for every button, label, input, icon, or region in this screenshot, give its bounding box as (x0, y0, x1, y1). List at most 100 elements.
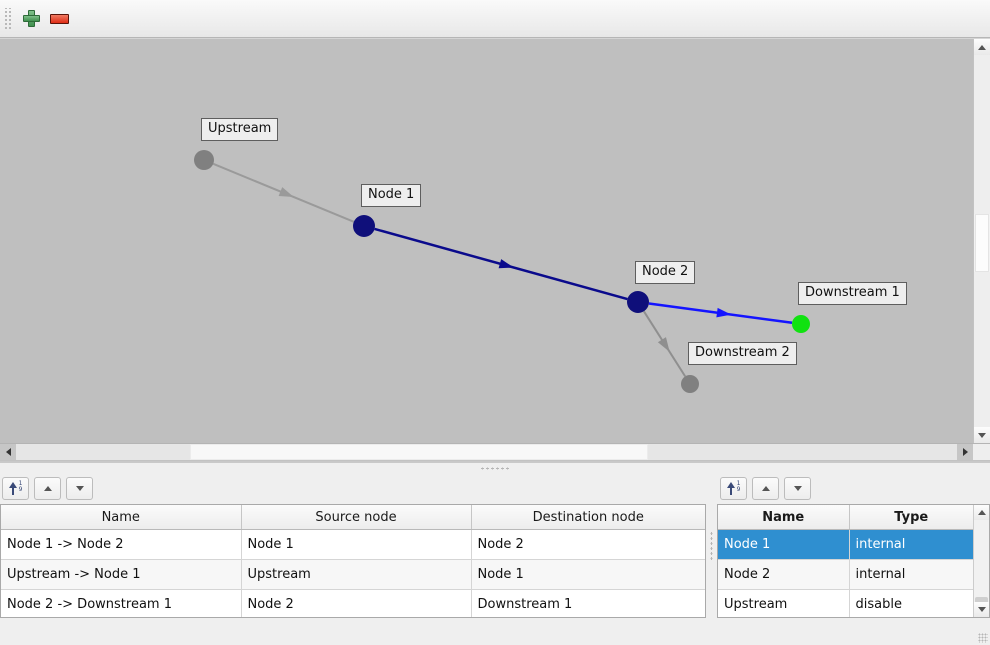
scroll-up-button[interactable] (974, 39, 990, 55)
edges-cell-r1-c2[interactable]: Node 1 (471, 559, 705, 590)
edges-cell-r2-c0[interactable]: Node 2 -> Downstream 1 (1, 589, 242, 617)
graph-node-label-node2[interactable]: Node 2 (635, 261, 696, 284)
edges-cell-r1-c1[interactable]: Upstream (241, 559, 472, 590)
scroll-thumb[interactable] (975, 214, 989, 272)
nodes-scroll-down-button[interactable] (974, 602, 989, 617)
graph-edge-arrow-node1-node2 (498, 259, 514, 269)
scroll-thumb-horizontal[interactable] (190, 444, 648, 460)
triangle-right-icon (962, 448, 968, 456)
nodes-column-header-1[interactable]: Type (849, 505, 973, 530)
scroll-track-upper[interactable] (974, 55, 990, 214)
graph-node-label-downstream2[interactable]: Downstream 2 (688, 342, 797, 365)
minus-icon (49, 13, 69, 24)
graph-node-upstream[interactable] (194, 150, 214, 170)
scroll-right-button[interactable] (957, 444, 973, 460)
up-arrow-icon (43, 486, 52, 491)
remove-node-button[interactable] (45, 5, 73, 33)
scroll-track-horizontal[interactable] (16, 444, 957, 460)
graph-horizontal-scrollbar[interactable] (0, 444, 990, 462)
triangle-left-icon (5, 448, 11, 456)
graph-node-label-upstream[interactable]: Upstream (201, 118, 279, 141)
plus-icon (22, 10, 40, 27)
triangle-down-icon (978, 432, 986, 438)
edges-cell-r2-c1[interactable]: Node 2 (241, 589, 472, 617)
edges-cell-r1-c0[interactable]: Upstream -> Node 1 (1, 559, 242, 590)
graph-node-downstream2[interactable] (681, 375, 699, 393)
graph-node-label-downstream1[interactable]: Downstream 1 (798, 282, 907, 305)
nodes-scroll-up-button[interactable] (974, 505, 989, 520)
scrollbar-corner (973, 444, 990, 460)
main-toolbar (0, 0, 990, 38)
scroll-down-button[interactable] (974, 427, 990, 443)
graph-node-label-node1[interactable]: Node 1 (361, 184, 422, 207)
status-bar (0, 618, 990, 645)
vertical-splitter-grip (710, 530, 713, 561)
nodes-cell-r0-c1[interactable]: internal (849, 529, 973, 560)
edges-cell-r0-c1[interactable]: Node 1 (241, 529, 472, 560)
graph-node-downstream1[interactable] (792, 315, 810, 333)
vertical-splitter[interactable] (706, 473, 717, 618)
nodes-cell-r1-c1[interactable]: internal (849, 559, 973, 590)
nodes-cell-r0-c0[interactable]: Node 1 (718, 529, 850, 560)
up-arrow-icon (761, 486, 770, 491)
graph-edge-arrow-node2-downstream1 (716, 307, 732, 318)
edges-column-header-2[interactable]: Destination node (471, 505, 705, 530)
add-node-button[interactable] (17, 5, 45, 33)
scroll-track-lower[interactable] (974, 272, 990, 427)
edges-cell-r0-c2[interactable]: Node 2 (471, 529, 705, 560)
nodes-move-up-button[interactable] (752, 477, 779, 500)
splitter-grip (480, 467, 510, 470)
nodes-move-down-button[interactable] (784, 477, 811, 500)
triangle-up-icon (977, 510, 986, 515)
triangle-down-icon (977, 607, 986, 612)
edges-move-up-button[interactable] (34, 477, 61, 500)
scroll-left-button[interactable] (0, 444, 16, 460)
edges-column-header-1[interactable]: Source node (241, 505, 472, 530)
nodes-table-scrollbar[interactable] (973, 505, 989, 617)
edges-cell-r2-c2[interactable]: Downstream 1 (471, 589, 705, 617)
toolbar-drag-grip[interactable] (4, 7, 13, 30)
graph-edge-arrow-node2-downstream2 (657, 337, 670, 352)
down-arrow-icon (75, 486, 84, 491)
horizontal-splitter[interactable] (0, 462, 990, 473)
edges-column-header-0[interactable]: Name (1, 505, 242, 530)
edges-cell-r0-c0[interactable]: Node 1 -> Node 2 (1, 529, 242, 560)
nodes-cell-r2-c1[interactable]: disable (849, 589, 973, 617)
edges-move-down-button[interactable] (66, 477, 93, 500)
graph-edge-arrow-upstream-node1 (278, 187, 294, 198)
graph-node-node1[interactable] (353, 215, 375, 237)
nodes-column-header-0[interactable]: Name (718, 505, 850, 530)
down-arrow-icon (793, 486, 802, 491)
graph-node-node2[interactable] (627, 291, 649, 313)
triangle-up-icon (978, 44, 986, 50)
window-resize-grip[interactable] (978, 633, 988, 643)
graph-vertical-scrollbar[interactable] (973, 39, 990, 443)
nodes-cell-r1-c0[interactable]: Node 2 (718, 559, 850, 590)
nodes-cell-r2-c0[interactable]: Upstream (718, 589, 850, 617)
